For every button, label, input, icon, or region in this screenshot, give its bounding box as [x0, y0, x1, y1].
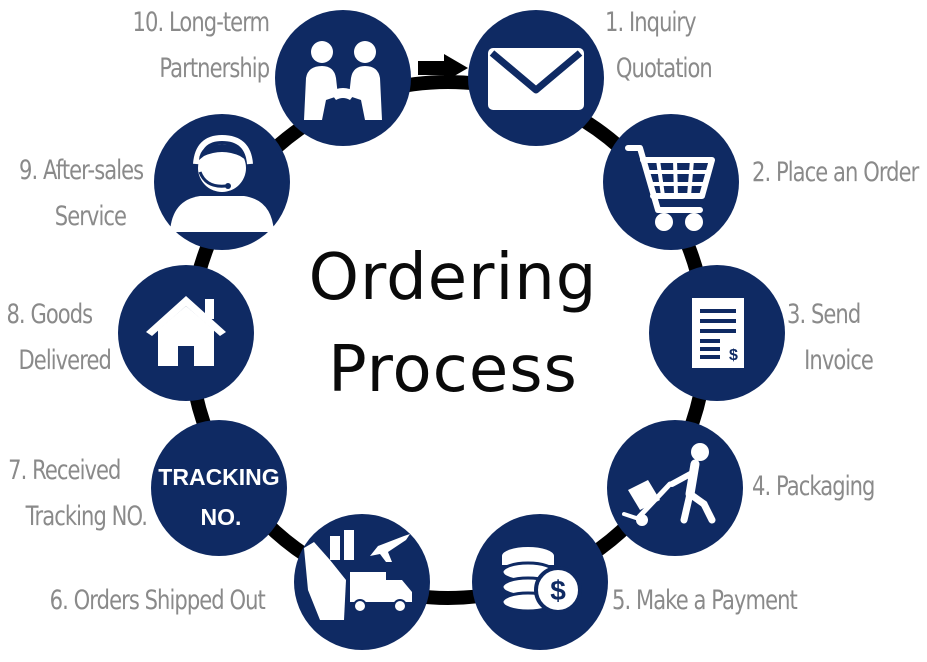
tracking-badge-line1: TRACKING	[158, 464, 279, 490]
step-circle-payment: $	[472, 514, 608, 650]
hand-truck-icon	[622, 443, 716, 526]
step-circle-tracking: TRACKING NO.	[151, 420, 287, 556]
step-circle-delivered	[118, 265, 254, 401]
diagram-title: Ordering Process	[263, 232, 643, 416]
step-circle-place-order	[603, 114, 739, 250]
svg-text:$: $	[729, 347, 738, 364]
shopping-cart-icon	[625, 145, 715, 231]
step-circle-partnership	[275, 10, 411, 146]
step-circle-shipped	[294, 514, 430, 650]
handshake-icon	[304, 41, 382, 120]
step-label-partnership: 10. Long-term Partnership	[132, 7, 270, 84]
invoice-icon: $	[692, 298, 744, 368]
house-icon	[146, 296, 226, 366]
title-line-2: Process	[328, 333, 578, 407]
cycle-arrow-icon	[418, 54, 468, 82]
ship-plane-truck-icon	[304, 530, 412, 620]
step-label-inquiry: 1. Inquiry Quotation	[605, 7, 713, 84]
tracking-badge-line2: NO.	[201, 504, 242, 530]
step-label-shipped: 6. Orders Shipped Out	[49, 585, 266, 616]
step-label-delivered: 8. Goods Delivered	[6, 299, 112, 376]
step-label-after-sales: 9. After-sales Service	[18, 155, 144, 232]
step-circle-inquiry	[468, 10, 604, 146]
step-label-packaging: 4. Packaging	[752, 471, 875, 502]
step-label-payment: 5. Make a Payment	[612, 585, 798, 616]
coins-dollar-icon: $	[500, 547, 582, 614]
step-circle-packaging	[607, 420, 743, 556]
step-label-tracking: 7. Received Tracking NO.	[8, 455, 148, 532]
step-label-place-order: 2. Place an Order	[752, 157, 919, 188]
tracking-badge-icon: TRACKING NO.	[158, 464, 279, 530]
step-circle-after-sales	[154, 114, 290, 250]
step-circle-send-invoice: $	[649, 265, 785, 401]
svg-text:$: $	[550, 575, 566, 606]
envelope-icon	[488, 48, 584, 110]
title-line-1: Ordering	[308, 241, 598, 315]
step-label-send-invoice: 3. Send Invoice	[787, 299, 874, 376]
support-agent-icon	[170, 134, 274, 232]
